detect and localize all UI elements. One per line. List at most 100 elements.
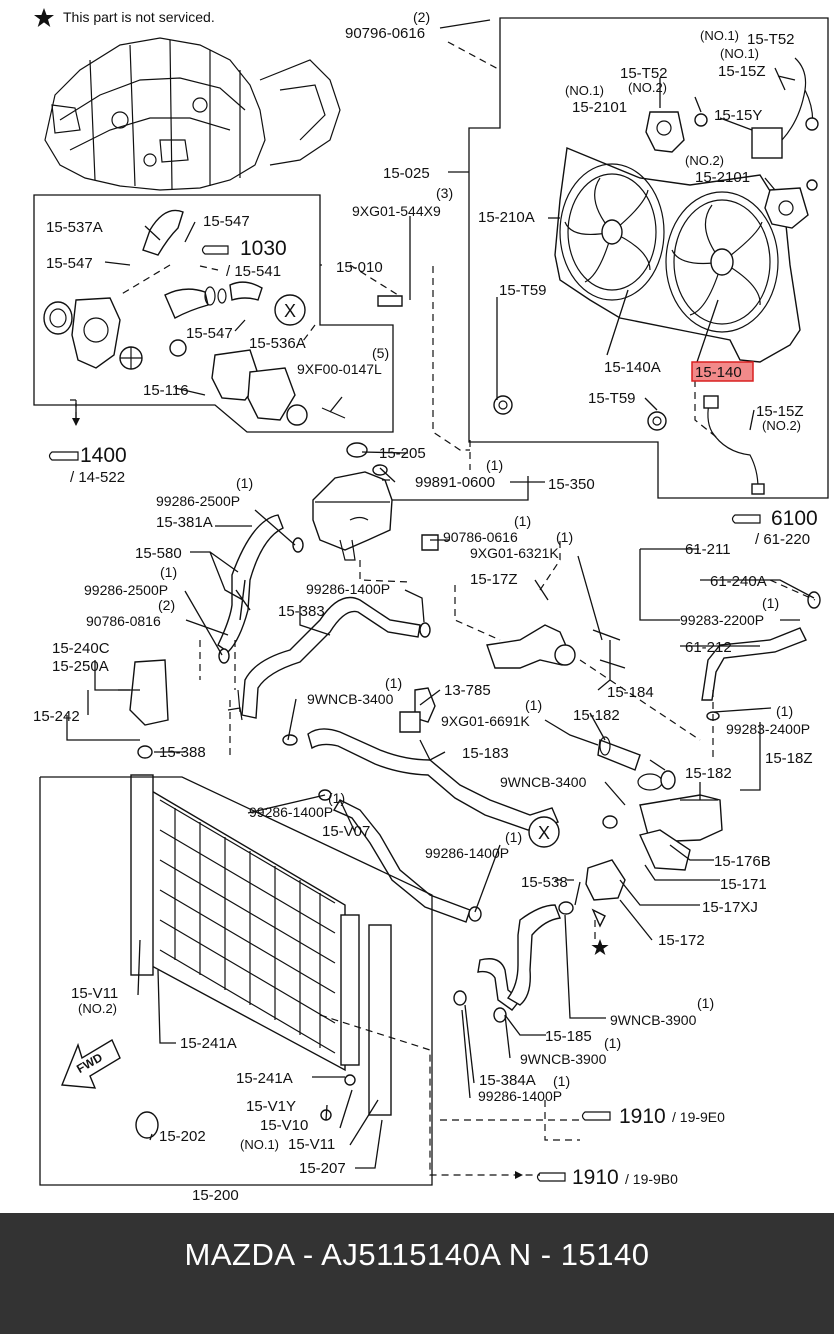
svg-text:15-241A: 15-241A: [236, 1070, 293, 1087]
water-pump-parts: [43, 209, 346, 426]
svg-text:15-241A: 15-241A: [180, 1035, 237, 1052]
svg-text:90796-0616: 90796-0616: [345, 25, 425, 42]
svg-text:15-547: 15-547: [186, 325, 233, 342]
svg-text:1910: 1910: [619, 1105, 666, 1128]
svg-text:15-184: 15-184: [607, 684, 654, 701]
svg-text:(1): (1): [776, 703, 793, 719]
svg-text:15-025: 15-025: [383, 165, 430, 182]
svg-text:99286-2500P: 99286-2500P: [84, 582, 168, 598]
svg-text:(2): (2): [158, 597, 175, 613]
svg-text:X: X: [538, 823, 550, 843]
svg-text:(NO.2): (NO.2): [762, 418, 801, 433]
svg-text:15-538: 15-538: [521, 874, 568, 891]
svg-text:/ 14-522: / 14-522: [70, 469, 125, 486]
arrow-icon: [72, 403, 523, 1179]
svg-text:9XG01-544X9: 9XG01-544X9: [352, 203, 441, 219]
svg-text:99283-2400P: 99283-2400P: [726, 721, 810, 737]
svg-text:(1): (1): [697, 995, 714, 1011]
svg-text:/ 15-541: / 15-541: [226, 263, 281, 280]
svg-text:X: X: [284, 301, 296, 321]
radiator: [130, 774, 392, 1139]
svg-text:15-T52: 15-T52: [747, 31, 795, 48]
footer-bar: MAZDA - AJ5115140A N - 15140: [0, 1213, 834, 1334]
clip-t52a: [694, 113, 818, 191]
svg-text:15-207: 15-207: [299, 1160, 346, 1177]
svg-text:9XG01-6691K: 9XG01-6691K: [441, 713, 530, 729]
svg-text:99286-2500P: 99286-2500P: [156, 493, 240, 509]
svg-text:15-171: 15-171: [720, 876, 767, 893]
svg-text:(3): (3): [436, 185, 453, 201]
svg-text:15-2101: 15-2101: [695, 169, 750, 186]
svg-text:(1): (1): [236, 475, 253, 491]
svg-text:(NO.1): (NO.1): [700, 28, 739, 43]
svg-text:15-350: 15-350: [548, 476, 595, 493]
svg-text:90786-0616: 90786-0616: [443, 529, 518, 545]
star-icon: [34, 8, 54, 27]
svg-text:61-212: 61-212: [685, 639, 732, 656]
svg-text:(NO.2): (NO.2): [685, 153, 724, 168]
fwd-arrow: FWD: [61, 1038, 121, 1089]
svg-text:15-250A: 15-250A: [52, 658, 109, 675]
svg-text:15-17Z: 15-17Z: [470, 571, 518, 588]
svg-text:15-383: 15-383: [278, 603, 325, 620]
svg-text:99286-1400P: 99286-1400P: [306, 581, 390, 597]
svg-text:13-785: 13-785: [444, 682, 491, 699]
water-pump-frame: [33, 194, 394, 433]
svg-text:(1): (1): [762, 595, 779, 611]
x-mark-b: X: [528, 816, 560, 848]
svg-text:99286-1400P: 99286-1400P: [249, 804, 333, 820]
svg-text:15-172: 15-172: [658, 932, 705, 949]
svg-text:15-15Y: 15-15Y: [714, 107, 762, 124]
part-number-caption: MAZDA - AJ5115140A N - 15140: [184, 1237, 650, 1272]
svg-text:(NO.2): (NO.2): [628, 80, 667, 95]
svg-text:(1): (1): [505, 829, 522, 845]
fan-motor-no1: [645, 111, 685, 153]
svg-text:(NO.1): (NO.1): [240, 1137, 279, 1152]
svg-text:15-183: 15-183: [462, 745, 509, 762]
svg-text:1400: 1400: [80, 444, 127, 467]
svg-text:15-185: 15-185: [545, 1028, 592, 1045]
svg-text:90786-0816: 90786-0816: [86, 613, 161, 629]
fan-shroud: [554, 147, 801, 363]
svg-text:(1): (1): [553, 1073, 570, 1089]
svg-text:15-580: 15-580: [135, 545, 182, 562]
pointer-icon: [48, 245, 761, 1182]
fan-motor-no2: [764, 187, 809, 229]
svg-text:(NO.1): (NO.1): [720, 46, 759, 61]
svg-text:99286-1400P: 99286-1400P: [425, 845, 509, 861]
svg-text:15-010: 15-010: [336, 259, 383, 276]
svg-text:15-210A: 15-210A: [478, 209, 535, 226]
svg-text:(NO.2): (NO.2): [78, 1001, 117, 1016]
svg-text:15-18Z: 15-18Z: [765, 750, 813, 767]
svg-text:(2): (2): [413, 9, 430, 25]
svg-text:9XG01-6321K: 9XG01-6321K: [470, 545, 559, 561]
svg-text:15-V11: 15-V11: [288, 1136, 335, 1153]
svg-text:(1): (1): [385, 675, 402, 691]
svg-text:1910: 1910: [572, 1166, 619, 1189]
svg-text:99286-1400P: 99286-1400P: [478, 1088, 562, 1104]
svg-text:15-381A: 15-381A: [156, 514, 213, 531]
svg-text:15-T59: 15-T59: [588, 390, 636, 407]
svg-text:15-T59: 15-T59: [499, 282, 547, 299]
svg-text:15-547: 15-547: [46, 255, 93, 272]
svg-text:15-240C: 15-240C: [52, 640, 110, 657]
svg-text:(1): (1): [160, 564, 177, 580]
star-icon: [591, 939, 609, 955]
svg-text:15-116: 15-116: [143, 382, 189, 399]
hose-clamps: [129, 295, 821, 1023]
svg-text:15-547: 15-547: [203, 213, 250, 230]
engine-sketch: [44, 37, 341, 191]
fan-relay-15y: [751, 57, 819, 159]
svg-text:15-15Z: 15-15Z: [718, 63, 766, 80]
svg-text:/ 61-220: / 61-220: [755, 531, 810, 548]
svg-text:(1): (1): [525, 697, 542, 713]
svg-text:/ 19-9B0: / 19-9B0: [625, 1171, 678, 1187]
svg-text:61-211: 61-211: [685, 541, 731, 558]
leader-lines: [39, 19, 815, 1186]
svg-text:15-202: 15-202: [159, 1128, 206, 1145]
callout-labels: (2) 90796-0616 (NO.1) 15-T52 (NO.1) 15-1…: [33, 9, 818, 1204]
svg-text:9XF00-0147L: 9XF00-0147L: [297, 361, 382, 377]
svg-text:15-537A: 15-537A: [46, 219, 103, 236]
svg-text:9WNCB-3400: 9WNCB-3400: [500, 774, 587, 790]
x-mark-a: X: [274, 294, 306, 326]
